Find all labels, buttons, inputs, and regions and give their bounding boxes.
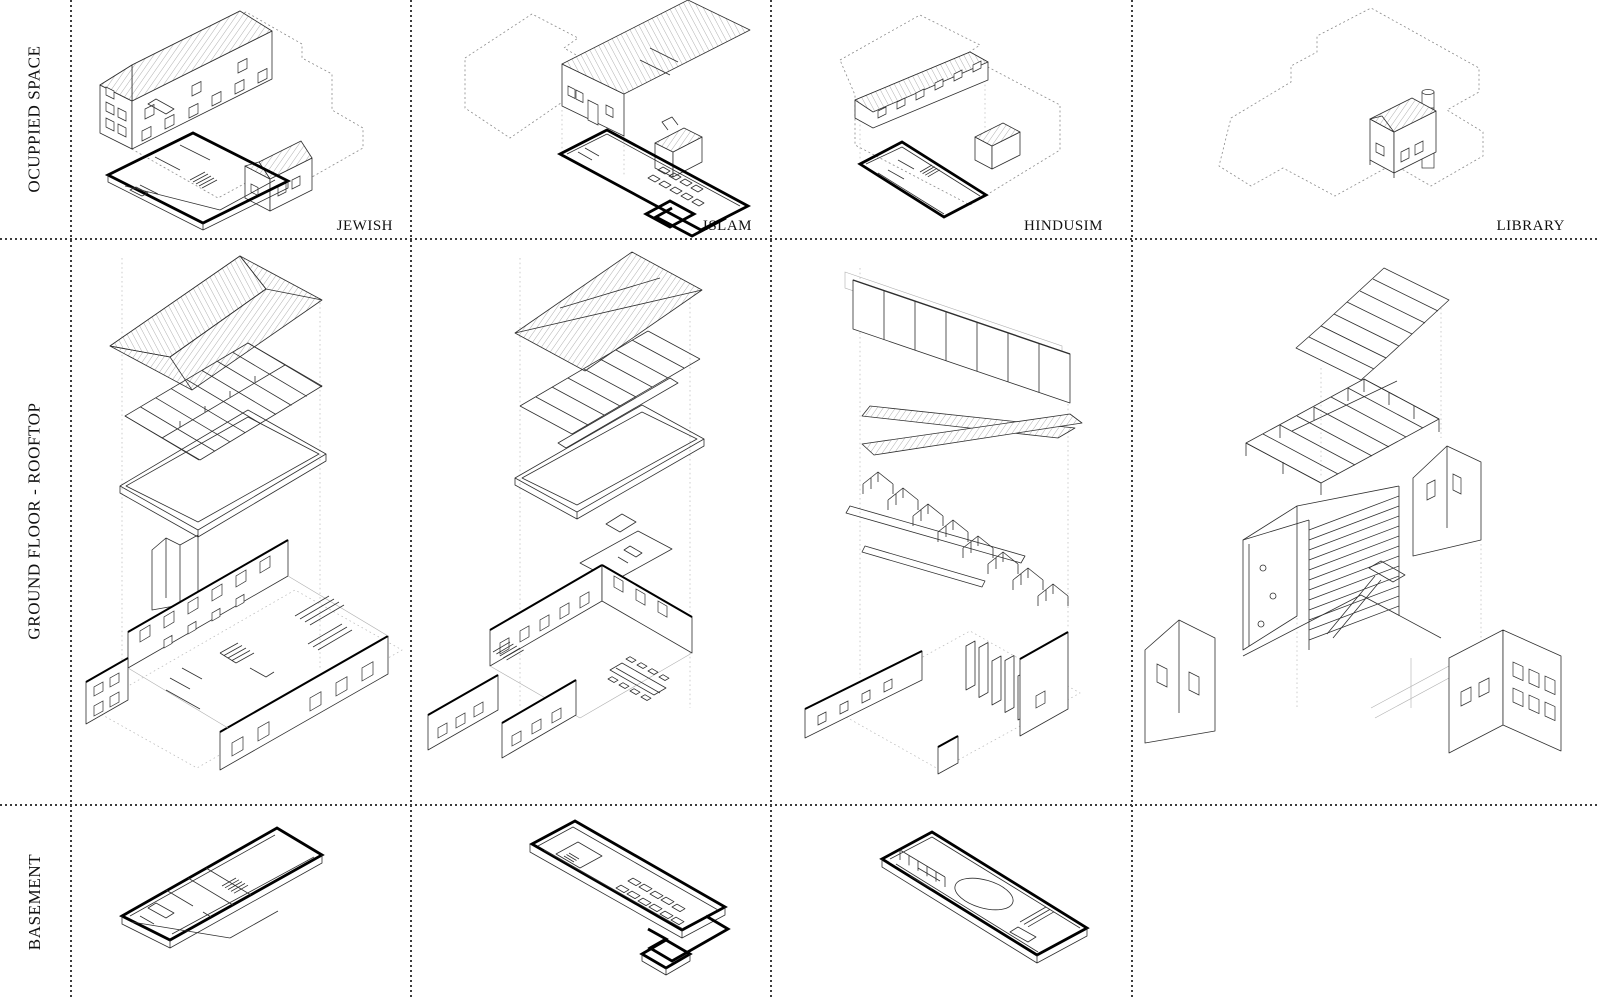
- hindusim-basement-plan: [879, 830, 1090, 964]
- hindusim-occupied-axonometric: [839, 14, 1061, 219]
- grid-hline-2: [0, 804, 1600, 806]
- grid-vline-labels: [70, 0, 72, 1000]
- library-occupied-axonometric: [1218, 7, 1484, 197]
- grid-hline-1: [0, 238, 1600, 240]
- grid-vline-2: [770, 0, 772, 1000]
- library-exploded-axonometric: [1144, 267, 1562, 754]
- islam-exploded-axonometric: [427, 251, 705, 759]
- col-label-library: LIBRARY: [1496, 218, 1565, 234]
- hindusim-exploded-axonometric: [804, 268, 1083, 775]
- col-label-jewish: JEWISH: [336, 218, 393, 234]
- col-label-hindusim: HINDUSIM: [1024, 218, 1103, 234]
- row-label-text: BASEMENT: [25, 853, 45, 951]
- islam-basement-plan: [529, 819, 731, 976]
- jewish-basement-plan: [119, 826, 325, 949]
- row-label-ground-floor-rooftop: GROUND FLOOR - ROOFTOP: [0, 238, 70, 804]
- jewish-occupied-axonometric: [99, 10, 364, 231]
- row-label-basement: BASEMENT: [0, 804, 70, 1000]
- row-label-occupied-space: OCUPPIED SPACE: [0, 0, 70, 238]
- grid-vline-1: [410, 0, 412, 1000]
- islam-occupied-axonometric: [464, 0, 752, 238]
- grid-vline-3: [1131, 0, 1133, 1000]
- row-label-text: GROUND FLOOR - ROOFTOP: [25, 402, 45, 640]
- jewish-exploded-axonometric: [85, 255, 403, 771]
- row-label-text: OCUPPIED SPACE: [25, 45, 44, 193]
